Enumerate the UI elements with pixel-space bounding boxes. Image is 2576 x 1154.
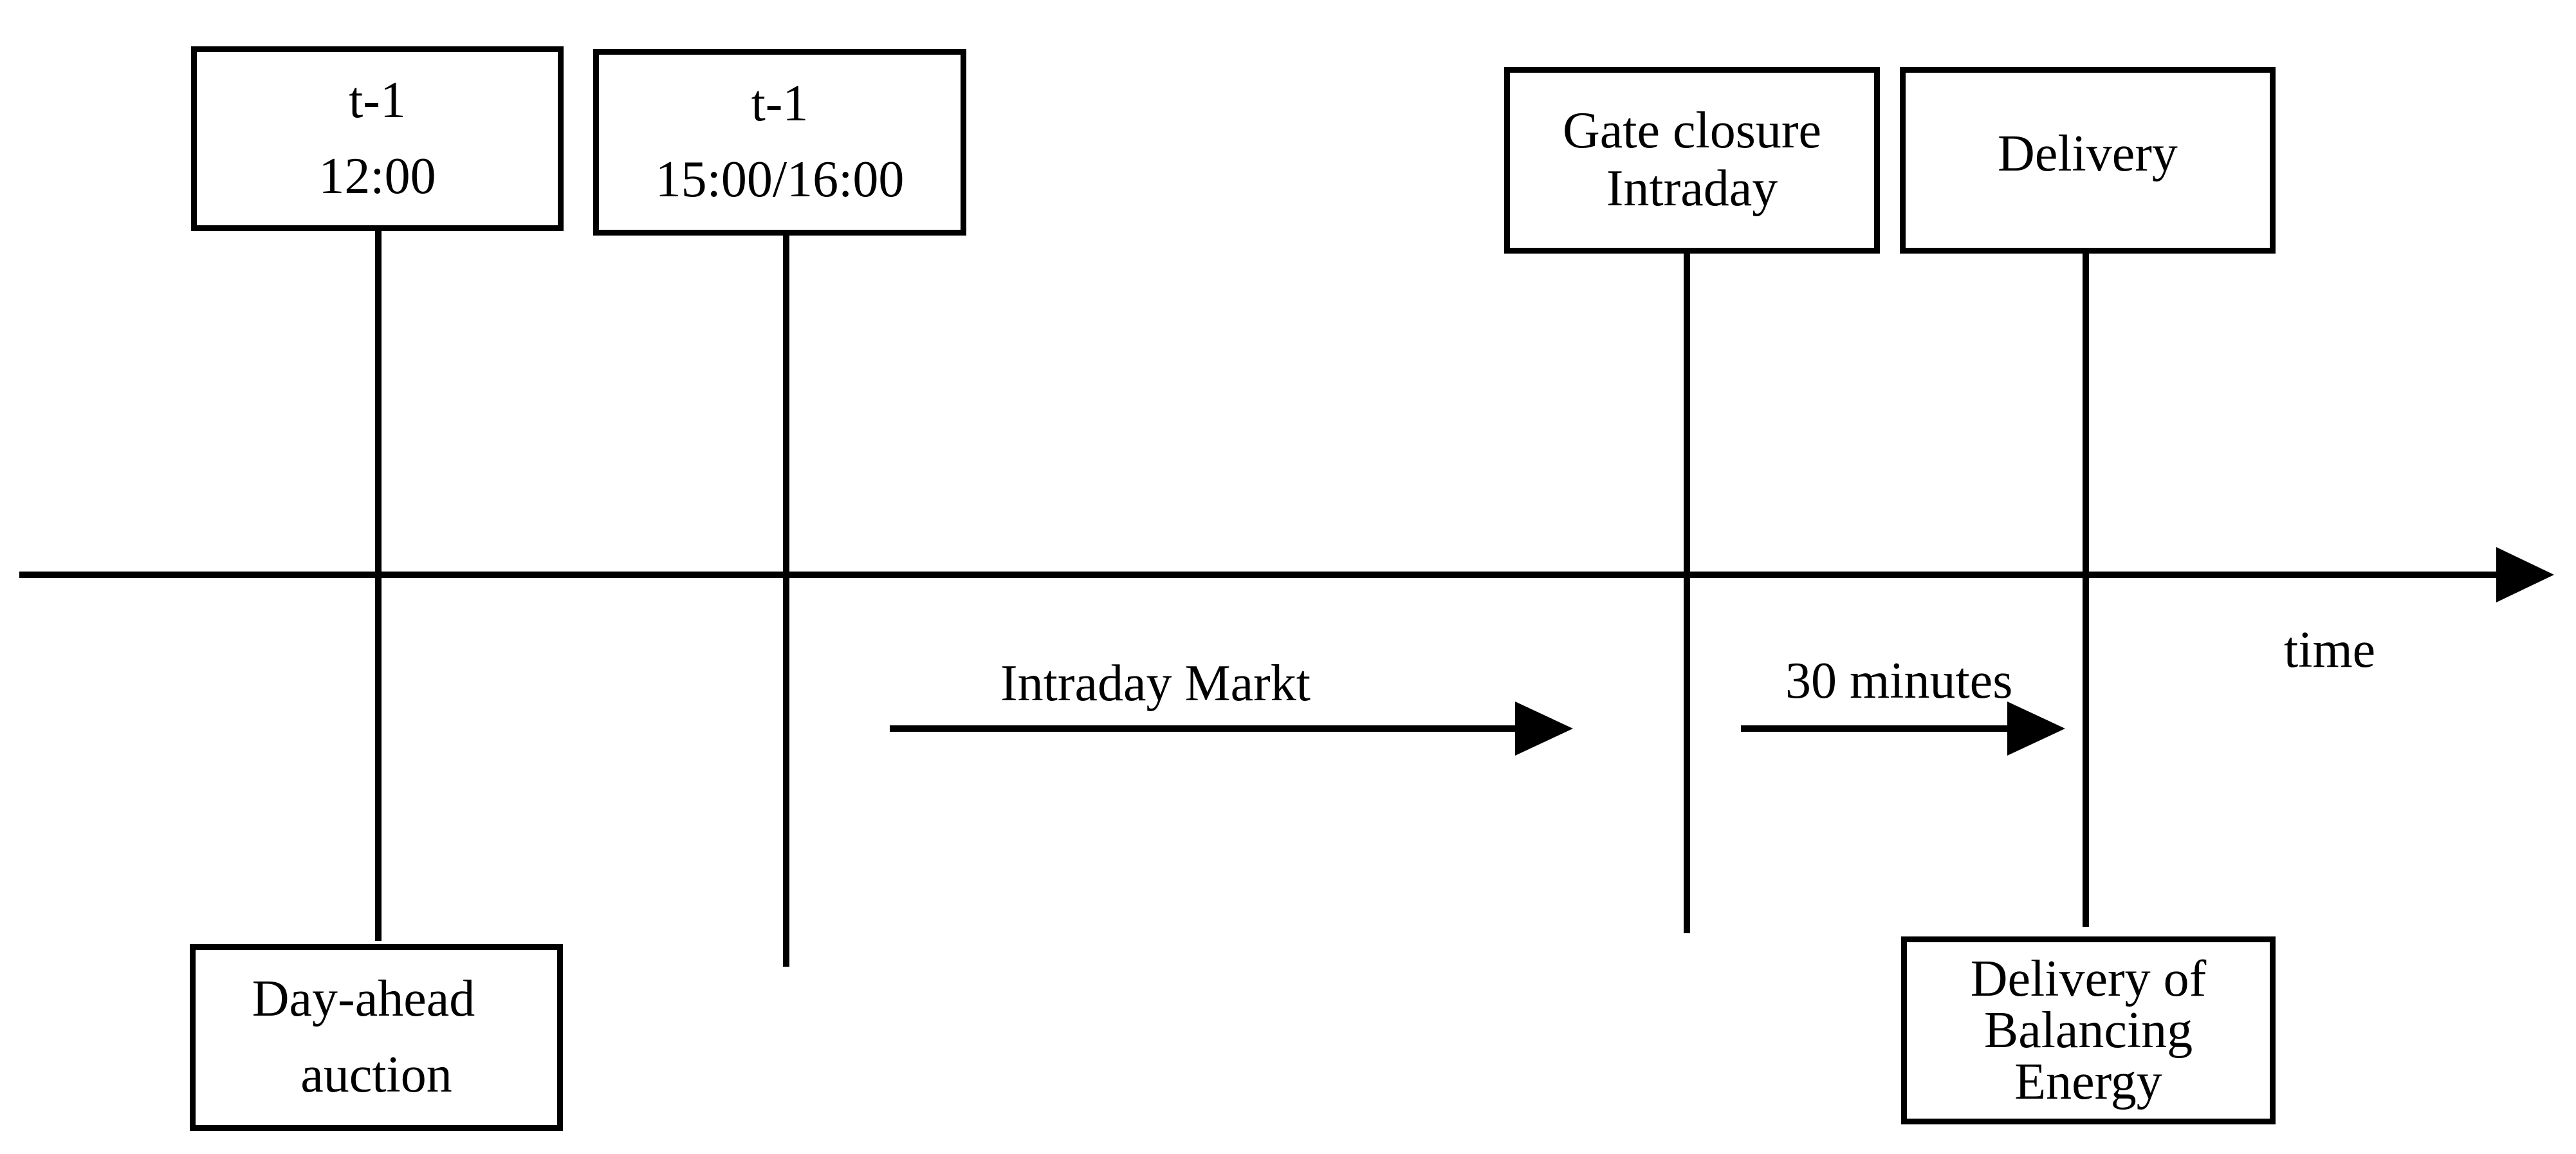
event-box-delivery-line1: Delivery	[1998, 126, 2178, 182]
event-box-balancing-line3: Energy	[2014, 1054, 2162, 1110]
event-box-balancing-line1: Delivery of	[1970, 951, 2207, 1007]
event-box-balancing: Delivery of Balancing Energy	[1901, 936, 2276, 1124]
intraday-span-arrowhead	[1515, 702, 1573, 756]
event-box-day-ahead-line1: Day-ahead	[252, 971, 475, 1028]
event-box-t1-noon-line1: t-1	[349, 71, 406, 129]
lead-time-span-arrowhead	[2007, 702, 2065, 756]
event-box-t1-afternoon: t-1 15:00/16:00	[593, 49, 966, 236]
event-box-t1-afternoon-line2: 15:00/16:00	[655, 151, 905, 208]
intraday-span-label: Intraday Markt	[1000, 655, 1311, 712]
event-box-t1-noon-line2: 12:00	[318, 147, 436, 205]
event-box-balancing-line2: Balancing	[1983, 1002, 2193, 1059]
time-axis-label: time	[2284, 622, 2376, 678]
event-box-gate-closure-line1: Gate closure	[1562, 102, 1822, 160]
time-axis-arrowhead	[2496, 547, 2554, 602]
event-box-gate-closure-line2: Intraday	[1606, 160, 1778, 217]
event-box-t1-afternoon-line1: t-1	[751, 75, 809, 133]
event-box-gate-closure: Gate closure Intraday	[1504, 67, 1880, 254]
lead-time-span-label: 30 minutes	[1785, 653, 2013, 709]
event-box-t1-noon: t-1 12:00	[191, 46, 564, 231]
event-box-day-ahead-line2: auction	[300, 1047, 452, 1103]
event-box-delivery: Delivery	[1900, 67, 2276, 254]
event-box-day-ahead: Day-ahead auction	[190, 944, 563, 1131]
